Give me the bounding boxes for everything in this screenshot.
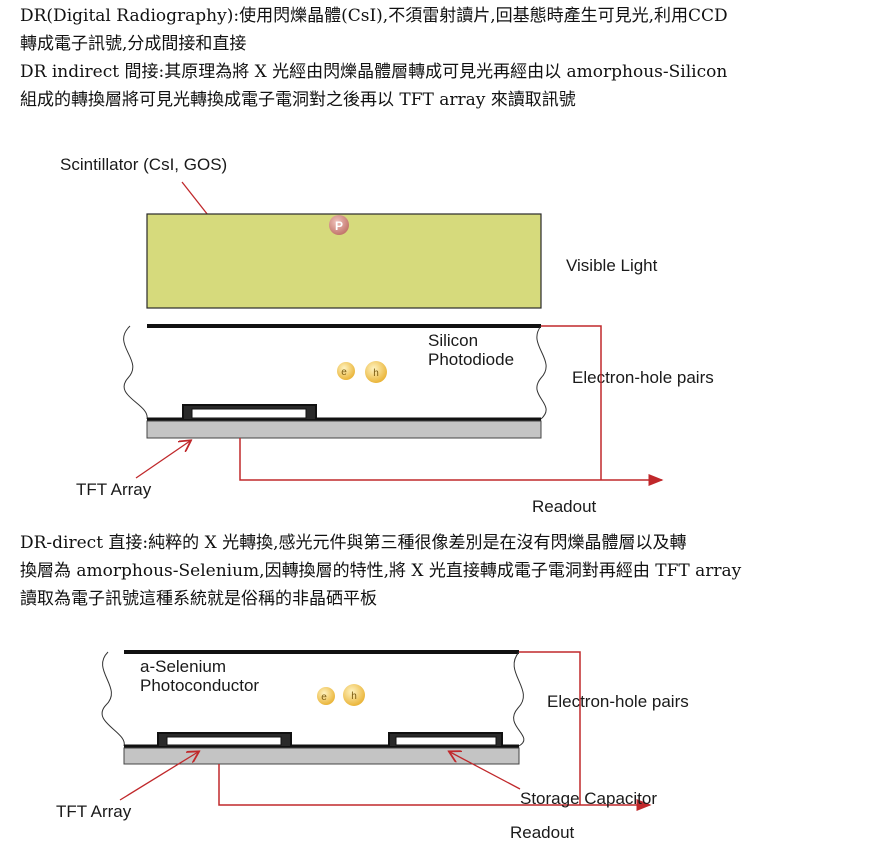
direct-line: 讀取為電子訊號這種系統就是俗稱的非晶硒平板 — [20, 589, 377, 609]
pairs-label: Electron-hole pairs — [547, 692, 689, 711]
selenium-right-edge — [513, 651, 525, 747]
hole-icon: h — [343, 684, 365, 706]
glass-substrate — [146, 420, 542, 439]
tft-pointer-arrow — [135, 441, 190, 479]
photodiode-label-line1: Silicon — [428, 331, 478, 350]
intro-line: DR(Digital Radiography):使用閃爍晶體(CsI),不須雷射… — [20, 6, 728, 26]
readout-wire-top — [541, 325, 602, 480]
direct-paragraph: DR-direct 直接:純粹的 X 光轉換,感光元件與第三種很像差別是在沒有閃… — [20, 529, 865, 613]
selenium-left-edge — [101, 651, 125, 747]
readout-wire — [218, 764, 652, 811]
svg-text:P: P — [335, 219, 343, 233]
photodiode-left-edge — [123, 325, 148, 420]
tft-array-label: TFT Array — [76, 480, 152, 499]
tft-pointer-arrow — [119, 752, 198, 801]
electron-icon: e — [337, 362, 355, 380]
pairs-label: Electron-hole pairs — [572, 368, 714, 387]
direct-line: 換層為 amorphous-Selenium,因轉換層的特性,將 X 光直接轉成… — [20, 561, 742, 581]
photodiode-label-line2: Photodiode — [428, 350, 514, 369]
hole-icon: h — [365, 361, 387, 383]
photoconductor-label-line1: a-Selenium — [140, 657, 226, 676]
readout-label: Readout — [510, 823, 575, 842]
svg-text:e: e — [321, 692, 327, 703]
glass-substrate — [123, 747, 520, 765]
photon-icon: P — [329, 215, 349, 235]
storage-capacitor-label: Storage Capacitor — [520, 789, 657, 808]
direct-diagram: a-Selenium Photoconductor e h Electron-h… — [56, 650, 689, 842]
scintillator-label: Scintillator (CsI, GOS) — [60, 155, 227, 174]
indirect-diagram: Scintillator (CsI, GOS) P Visible Light … — [60, 155, 714, 516]
readout-wire — [239, 438, 664, 486]
intro-line: 組成的轉換層將可見光轉換成電子電洞對之後再以 TFT array 來讀取訊號 — [20, 90, 576, 110]
photodiode-right-edge — [536, 325, 547, 420]
photoconductor-label-line2: Photoconductor — [140, 676, 259, 695]
readout-wire-top — [519, 651, 581, 805]
readout-label: Readout — [532, 497, 597, 516]
direct-line: DR-direct 直接:純粹的 X 光轉換,感光元件與第三種很像差別是在沒有閃… — [20, 533, 687, 553]
electron-icon: e — [317, 687, 335, 705]
capacitor-pointer-arrow — [450, 752, 521, 790]
intro-line: DR indirect 間接:其原理為將 X 光經由閃爍晶體層轉成可見光再經由以… — [20, 62, 728, 82]
svg-text:h: h — [373, 368, 379, 379]
tft-array-label: TFT Array — [56, 802, 132, 821]
intro-line: 轉成電子訊號,分成間接和直接 — [20, 34, 247, 54]
svg-text:h: h — [351, 691, 357, 702]
svg-text:e: e — [341, 367, 347, 378]
intro-paragraph: DR(Digital Radiography):使用閃爍晶體(CsI),不須雷射… — [20, 2, 865, 114]
visible-light-label: Visible Light — [566, 256, 658, 275]
